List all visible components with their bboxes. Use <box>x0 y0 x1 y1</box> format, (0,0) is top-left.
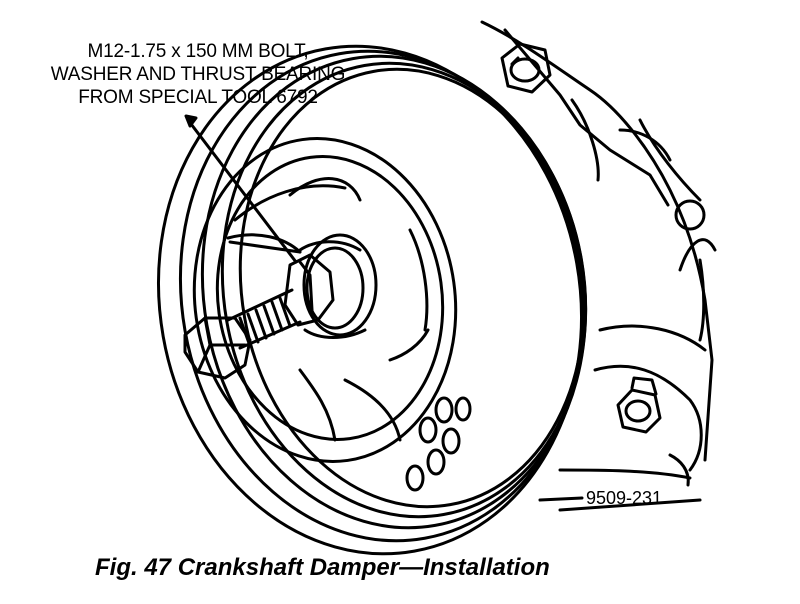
engine-block-outline <box>480 20 717 512</box>
callout-leader-line <box>184 114 298 264</box>
figure-caption: Fig. 47 Crankshaft Damper—Installation <box>95 554 550 581</box>
thrust-bearing-washer <box>298 233 378 339</box>
callout-line-2: WASHER AND THRUST BEARING <box>50 64 346 85</box>
lower-cover-bolt <box>616 376 662 434</box>
tool-nut <box>283 253 335 327</box>
callout-line-3: FROM SPECIAL TOOL 6792 <box>78 87 318 108</box>
threaded-bolt-shaft <box>226 288 302 350</box>
part-number: 9509-231 <box>586 488 663 508</box>
callout-line-1: M12-1.75 x 150 MM BOLT, <box>87 41 309 62</box>
bolt-hex-head <box>183 316 252 380</box>
upper-cover-bolt <box>500 42 552 94</box>
part-number-leader <box>538 496 584 502</box>
damper-holes <box>405 396 472 492</box>
tool-callout-label: M12-1.75 x 150 MM BOLT, WASHER AND THRUS… <box>38 40 358 109</box>
damper-hub-face <box>192 137 458 463</box>
